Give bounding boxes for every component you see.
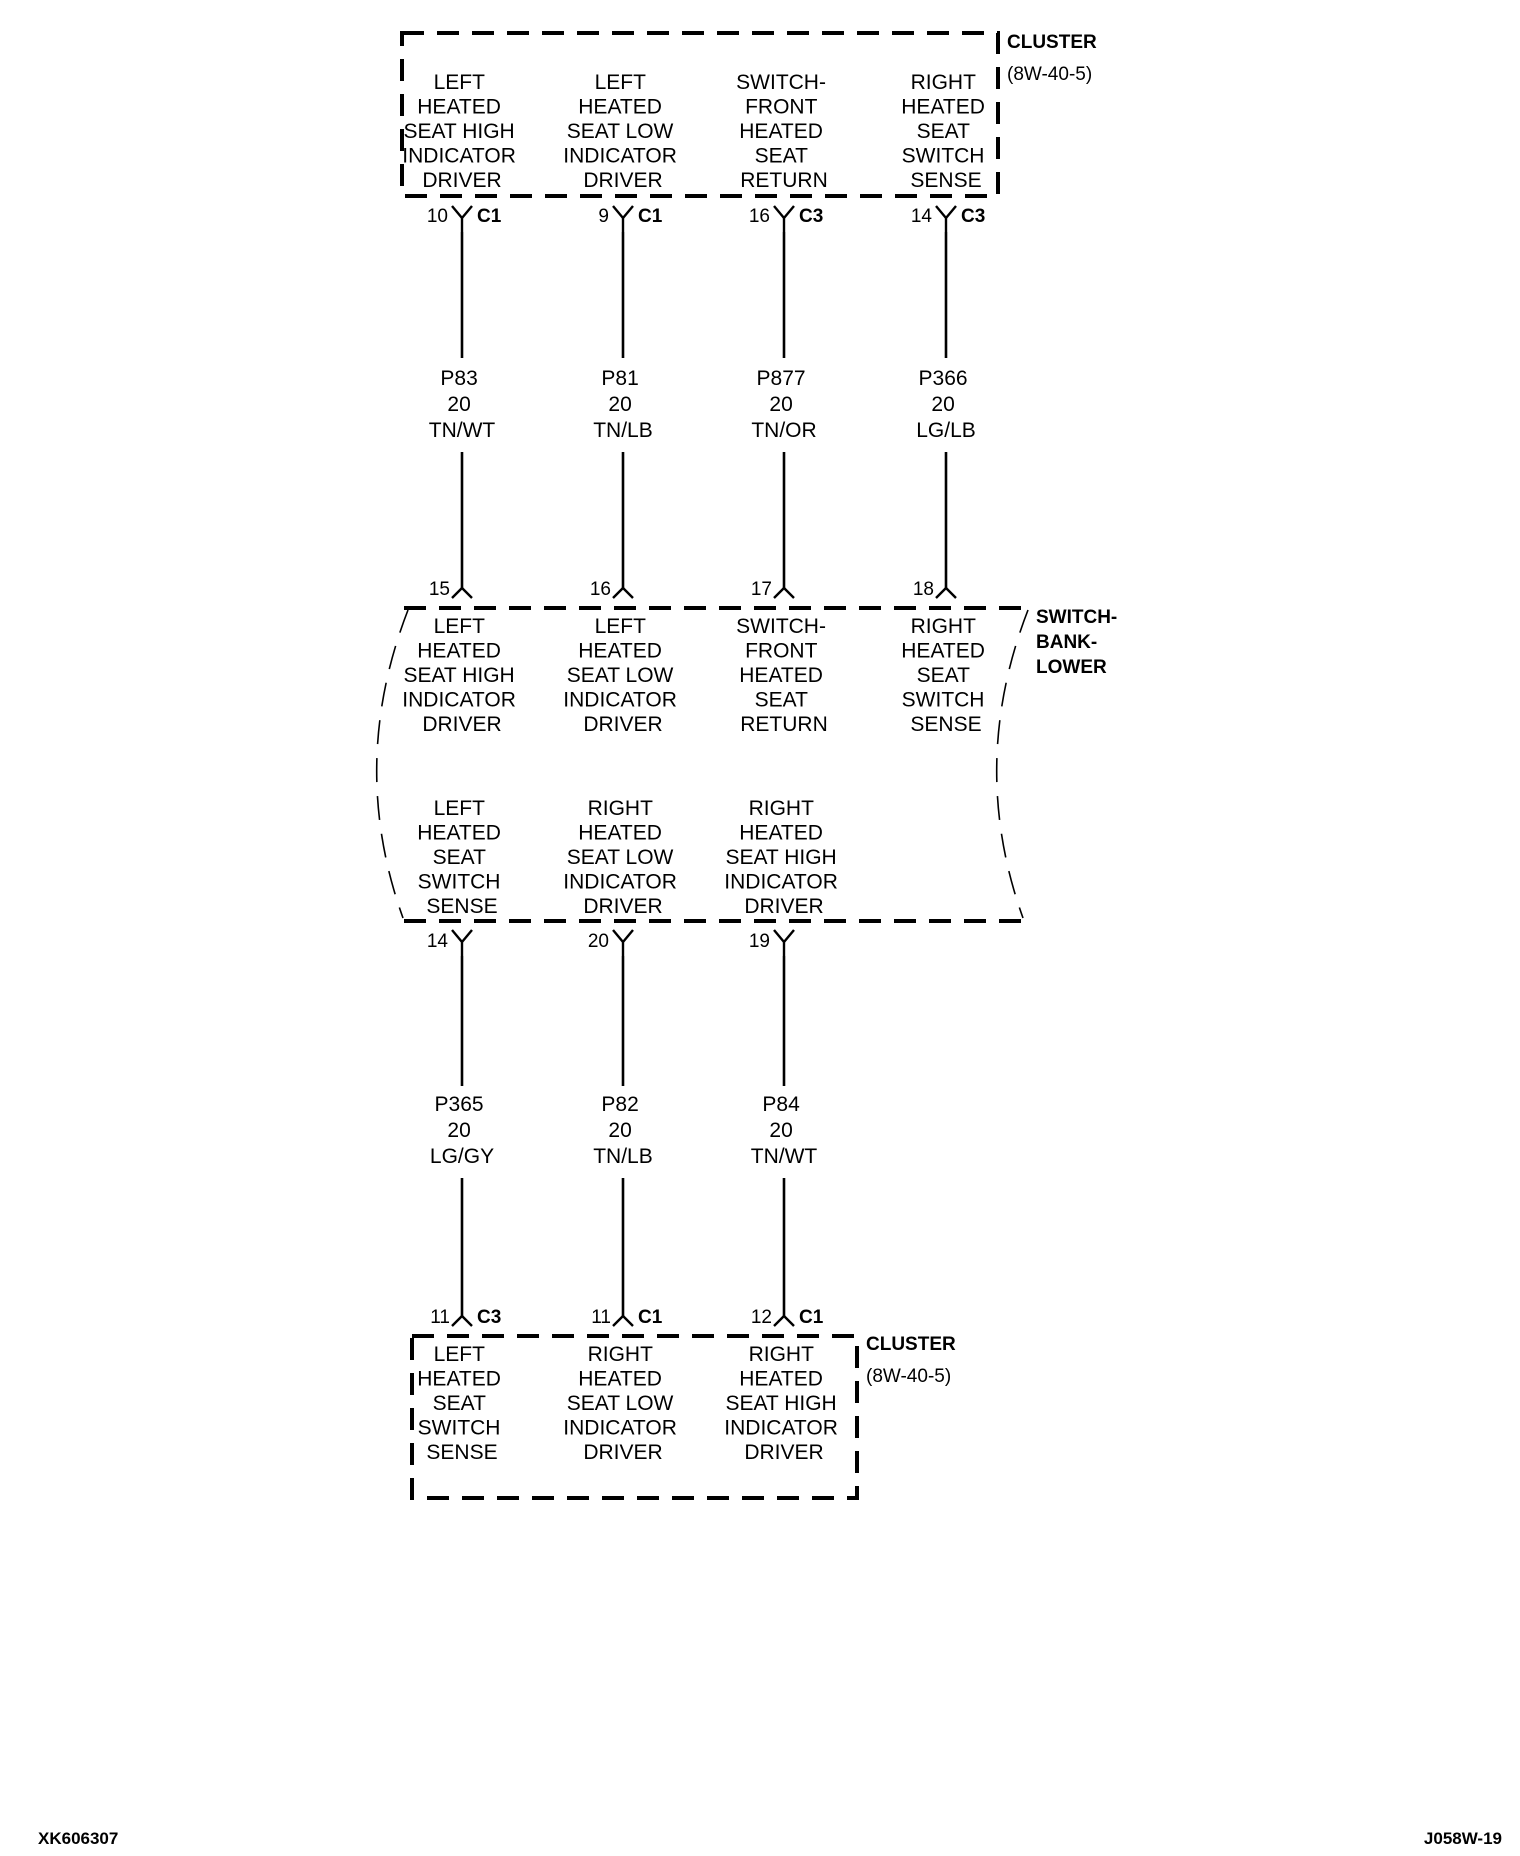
switch-bank-top-pin-1: 15 [429,579,450,600]
switch-bank-bottom-pins: 14 20 19 [427,929,795,956]
wire-label-p366: P366 20 LG/LB [916,367,976,442]
switch-bank-top-pin-4: 18 [913,579,934,600]
terminal-icon [773,929,795,956]
terminal-icon [773,586,795,599]
wire-label-p83: P83 20 TN/WT [429,367,496,442]
switch-bank-function-bottom-1: LEFT HEATED SEAT SWITCH SENSE [417,797,506,918]
cluster-bottom-connector-1: C3 [477,1307,501,1328]
cluster-bottom-function-1: LEFT HEATED SEAT SWITCH SENSE [417,1343,506,1464]
cluster-bottom-ref: (8W-40-5) [866,1366,951,1387]
terminal-icon [773,1314,795,1327]
terminal-icon [773,205,795,232]
upper-wires [460,232,948,588]
switch-bank-function-top-2: LEFT HEATED SEAT LOW INDICATOR DRIVER [563,615,682,736]
cluster-bottom-function-3: RIGHT HEATED SEAT HIGH INDICATOR DRIVER [724,1343,843,1464]
cluster-top-name: CLUSTER [1007,32,1097,53]
switch-bank-function-bottom-3: RIGHT HEATED SEAT HIGH INDICATOR DRIVER [724,797,843,918]
cluster-bottom-connector-3: C1 [799,1307,824,1328]
switch-bank-function-bottom-2: RIGHT HEATED SEAT LOW INDICATOR DRIVER [563,797,682,918]
switch-bank-function-top-4: RIGHT HEATED SEAT SWITCH SENSE [901,615,990,736]
wire-label-p84: P84 20 TN/WT [751,1093,818,1168]
switch-bank-function-top-1: LEFT HEATED SEAT HIGH INDICATOR DRIVER [402,615,521,736]
cluster-top-pin-3: 16 [749,206,770,227]
cluster-top-connector-1: C1 [477,206,502,227]
cluster-top-pin-1: 10 [427,206,448,227]
wire-label-p365: P365 20 LG/GY [430,1093,494,1168]
cluster-top-function-1: LEFT HEATED SEAT HIGH INDICATOR DRIVER [402,71,521,192]
cluster-top-function-4: RIGHT HEATED SEAT SWITCH SENSE [901,71,990,192]
cluster-top-connector-2: C1 [638,206,663,227]
cluster-top-function-3: SWITCH- FRONT HEATED SEAT RETURN [736,71,832,192]
cluster-bottom-pin-1: 11 [430,1307,450,1328]
cluster-top-box [400,31,1000,198]
terminal-icon [451,1314,473,1327]
switch-bank-functions-bottom: LEFT HEATED SEAT SWITCH SENSE RIGHT HEAT… [417,797,843,918]
cluster-bottom-functions: LEFT HEATED SEAT SWITCH SENSE RIGHT HEAT… [417,1343,843,1464]
cluster-bottom-function-2: RIGHT HEATED SEAT LOW INDICATOR DRIVER [563,1343,682,1464]
terminal-icon [612,1314,634,1327]
switch-bank-top-pin-2: 16 [590,579,611,600]
cluster-bottom-pin-2: 11 [591,1307,611,1328]
cluster-bottom-connector-2: C1 [638,1307,663,1328]
footer-right-code: J058W-19 [1424,1829,1502,1848]
wire-label-p82: P82 20 TN/LB [593,1093,653,1168]
cluster-top-pins: 10 C1 9 C1 16 C3 14 C3 [427,205,985,232]
upper-wire-labels: P83 20 TN/WT P81 20 TN/LB P877 20 TN/OR … [429,367,976,442]
terminal-icon [612,205,634,232]
terminal-icon [612,929,634,956]
cluster-top-pin-2: 9 [598,206,609,227]
switch-bank-bottom-pin-1: 14 [427,931,449,952]
terminal-icon [935,205,957,232]
wire-label-p81: P81 20 TN/LB [593,367,653,442]
cluster-top-ref: (8W-40-5) [1007,64,1092,85]
terminal-icon [935,586,957,599]
switch-bank-name: SWITCH- BANK- LOWER [1036,607,1123,678]
cluster-bottom-name: CLUSTER [866,1334,956,1355]
cluster-top-function-2: LEFT HEATED SEAT LOW INDICATOR DRIVER [563,71,682,192]
switch-bank-functions-top: LEFT HEATED SEAT HIGH INDICATOR DRIVER L… [402,615,990,736]
cluster-bottom-pin-3: 12 [751,1307,772,1328]
switch-bank-top-pins: 15 16 17 18 [429,579,957,600]
switch-bank-function-top-3: SWITCH- FRONT HEATED SEAT RETURN [736,615,832,736]
lower-wires [460,956,786,1316]
switch-bank-bottom-pin-2: 20 [588,931,609,952]
switch-bank-bottom-pin-3: 19 [749,931,770,952]
cluster-top-pin-4: 14 [911,206,933,227]
lower-wire-labels: P365 20 LG/GY P82 20 TN/LB P84 20 TN/WT [430,1093,818,1168]
wire-label-p877: P877 20 TN/OR [751,367,816,442]
terminal-icon [612,586,634,599]
cluster-bottom-pins: 11 C3 11 C1 12 C1 [430,1307,823,1328]
terminal-icon [451,586,473,599]
cluster-top-functions: LEFT HEATED SEAT HIGH INDICATOR DRIVER L… [402,71,990,192]
cluster-top-connector-4: C3 [961,206,985,227]
footer-left-code: XK606307 [38,1829,118,1848]
cluster-bottom-box [410,1334,859,1500]
cluster-top-connector-3: C3 [799,206,823,227]
terminal-icon [451,929,473,956]
switch-bank-top-pin-3: 17 [751,579,772,600]
terminal-icon [451,205,473,232]
switch-bank-outline [375,606,1029,923]
